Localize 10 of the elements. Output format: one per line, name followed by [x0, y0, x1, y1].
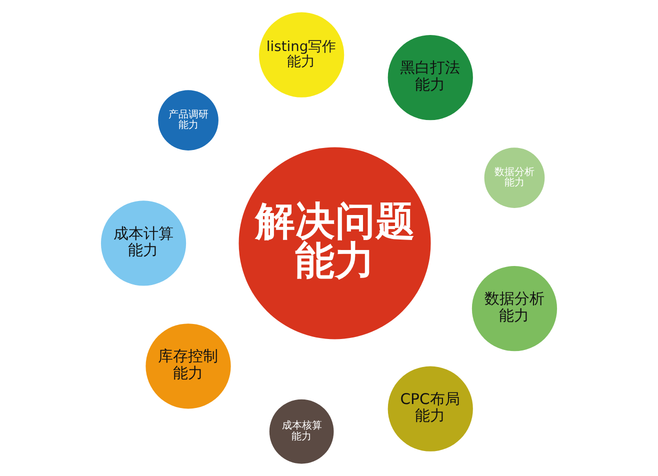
node-circle: 解决问题能力: [238, 147, 431, 340]
node-circle: 数据分析能力: [472, 266, 558, 352]
node-circle: CPC布局能力: [388, 366, 473, 452]
node-circle: 成本核算能力: [269, 399, 334, 464]
node-circle: listing写作能力: [259, 12, 344, 98]
node-circle: 黑白打法能力: [388, 35, 473, 120]
node-circle: 产品调研能力: [158, 90, 218, 150]
node-circle: 成本计算能力: [100, 200, 186, 286]
node-circle: 数据分析能力: [484, 148, 545, 208]
node-circle: 库存控制能力: [146, 324, 231, 409]
